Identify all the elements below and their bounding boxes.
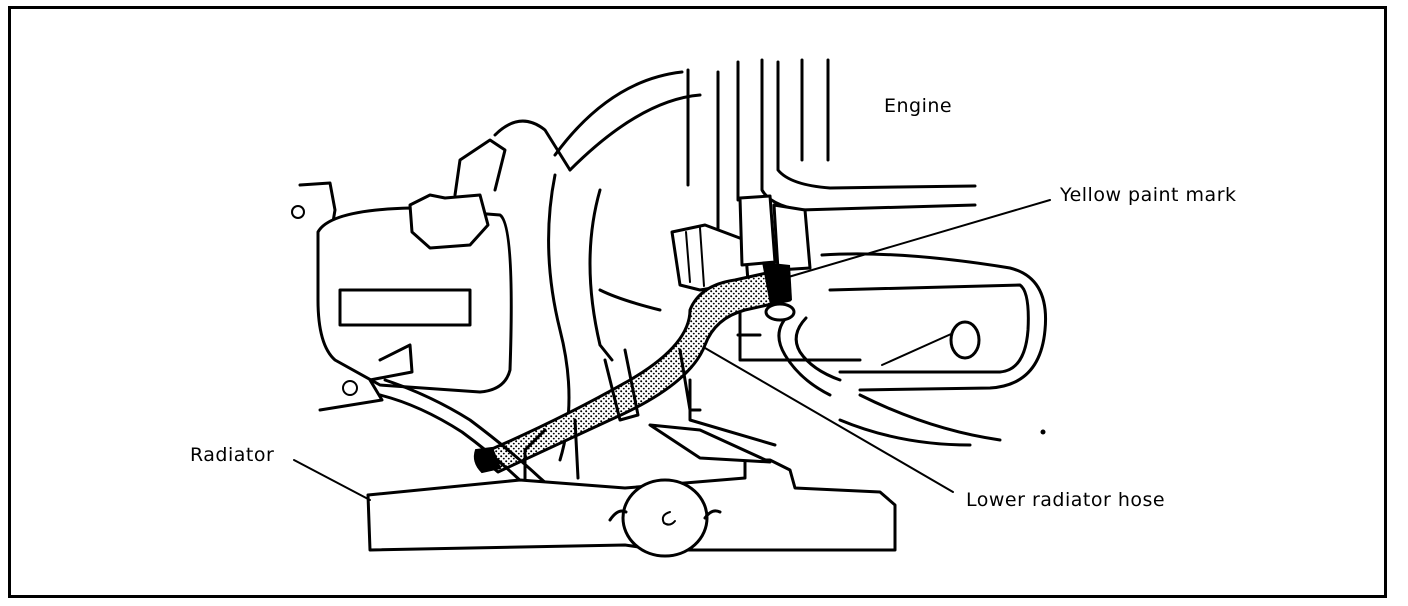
lower-radiator-hose-label: Lower radiator hose — [966, 489, 1166, 511]
electronic-control-unit — [291, 119, 572, 412]
leader-yellow-paint-mark — [784, 199, 1051, 279]
lower-radiator-hose — [473, 262, 792, 474]
radiator — [366, 378, 1046, 558]
leader-lower-radiator-hose — [704, 347, 954, 493]
thermostat-housing — [670, 194, 812, 292]
engine-label: Engine — [884, 95, 953, 117]
leader-radiator — [293, 459, 371, 501]
radiator-label: Radiator — [190, 444, 275, 466]
yellow-paint-mark-label: Yellow paint mark — [1060, 184, 1237, 206]
leader-lines — [293, 199, 1051, 501]
figure-frame — [8, 6, 1387, 598]
overflow-tube — [378, 302, 842, 532]
